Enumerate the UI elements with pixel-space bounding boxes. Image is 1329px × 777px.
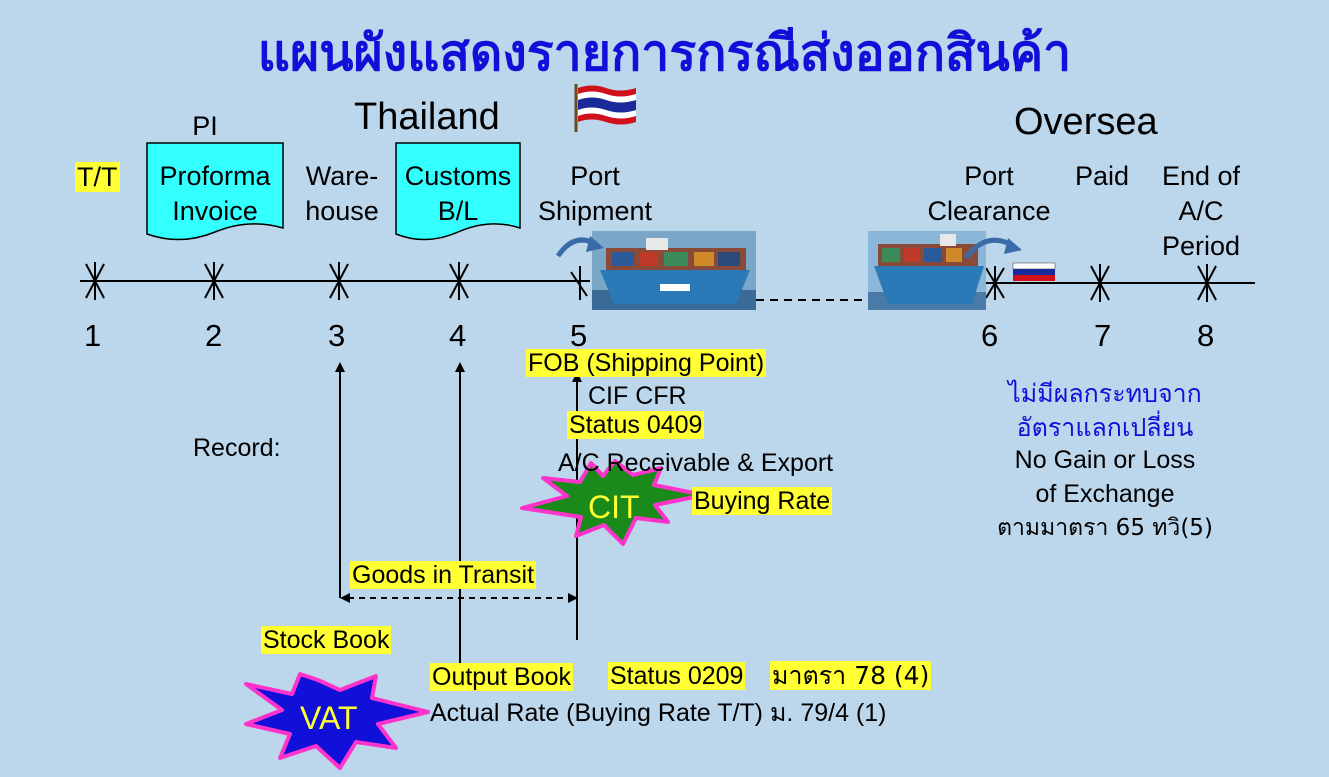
buying-rate-label: Buying Rate: [692, 487, 833, 515]
record-label: Record:: [193, 434, 281, 462]
oversea-note: ไม่มีผลกระทบจาก อัตราแลกเปลี่ยน No Gain …: [997, 379, 1213, 541]
output-book-label: Output Book: [430, 663, 573, 691]
step-number: 6: [981, 318, 999, 353]
region-oversea: Oversea: [1014, 101, 1158, 143]
fob-label: FOB (Shipping Point): [526, 349, 767, 377]
goods-in-transit-label: Goods in Transit: [350, 561, 537, 589]
step-number: 2: [205, 318, 223, 353]
status-0209-label: Status 0209: [608, 662, 746, 690]
step-2-top-label: PI: [192, 111, 218, 141]
flag-icon: [1012, 262, 1056, 281]
status-0409-label: Status 0409: [567, 411, 705, 439]
region-thailand: Thailand: [354, 96, 500, 138]
step-number: 5: [570, 318, 588, 353]
stock-book-label: Stock Book: [261, 626, 392, 654]
thai-flag-icon: [574, 84, 636, 132]
step-number: 8: [1197, 318, 1215, 353]
ship-icon: [868, 231, 986, 310]
vat-label: VAT: [300, 700, 358, 736]
cit-star: [520, 459, 706, 546]
actual-rate-label: Actual Rate (Buying Rate T/T) ม. 79/4 (1…: [430, 699, 887, 727]
vat-star: [244, 672, 430, 770]
proforma-document-icon: [146, 142, 284, 241]
ship-icon: [592, 231, 756, 310]
step-number: 1: [84, 318, 102, 353]
page-title: แผนผังแสดงรายการกรณีส่งออกสินค้า: [257, 24, 1072, 82]
cif-cfr-label: CIF CFR: [588, 382, 687, 410]
customs-document-icon: [395, 142, 521, 241]
step-number: 4: [449, 318, 467, 353]
cit-label: CIT: [588, 489, 640, 525]
warehouse-label: Ware-house: [305, 161, 379, 226]
section-78-label: มาตรา 78 (4): [770, 661, 932, 690]
paid-label: Paid: [1074, 161, 1130, 191]
step-1-label: T/T: [75, 162, 120, 192]
step-number: 3: [328, 318, 346, 353]
receivable-label: A/C Receivable & Export: [558, 449, 834, 477]
step-number: 7: [1094, 318, 1112, 353]
